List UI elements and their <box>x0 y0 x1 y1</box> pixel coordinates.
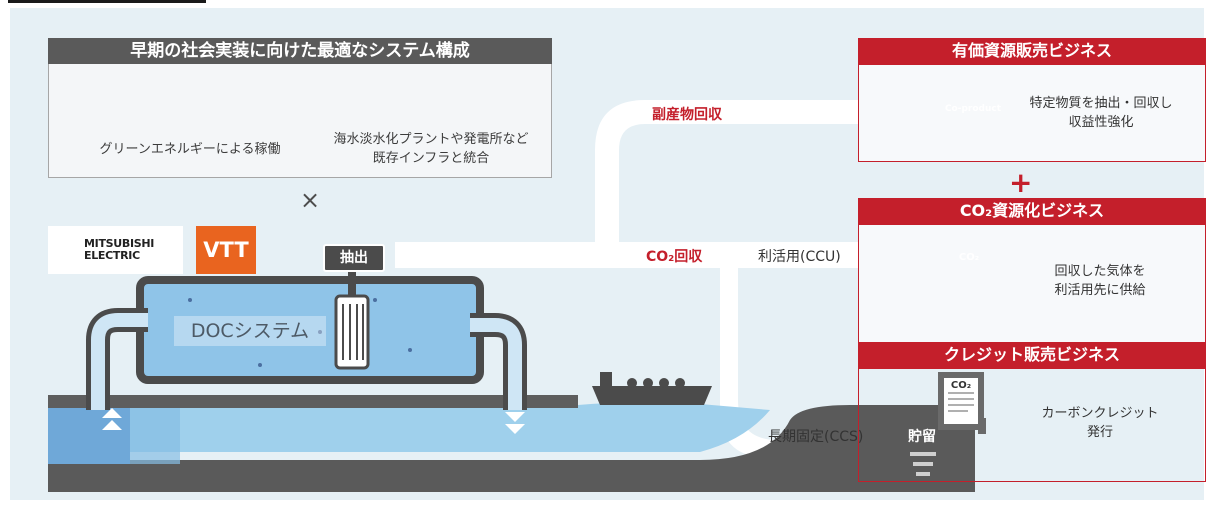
co2-resource-title: CO₂資源化ビジネス <box>858 198 1206 224</box>
ccu-label: 利活用(CCU) <box>758 249 841 265</box>
caption-infra-line1: 海水淡水化プラントや発電所など <box>333 132 529 147</box>
credit-line2: 発行 <box>1086 425 1113 440</box>
extract-label: 抽出 <box>323 244 385 272</box>
mitsubishi-line2: ELECTRIC <box>84 249 140 262</box>
intake-arrows <box>102 408 122 430</box>
extraction-column <box>334 268 370 370</box>
storage-label: 貯留 <box>908 429 936 445</box>
tank-label: CO₂ <box>958 252 980 263</box>
co2-recovery-label: CO₂回収 <box>646 249 703 265</box>
coproduct-label: Co-product <box>944 104 1002 114</box>
sea <box>48 402 770 464</box>
byproduct-recovery-label: 副産物回収 <box>652 107 722 123</box>
top-rule <box>8 0 206 3</box>
mitsubishi-electric-logo: MITSUBISHI ELECTRIC <box>48 226 183 274</box>
system-config-panel <box>48 64 552 178</box>
valuable-line1: 特定物質を抽出・回収し <box>1029 96 1173 111</box>
credit-document-icon <box>938 372 986 434</box>
credit-line1: カーボンクレジット <box>1041 406 1159 421</box>
mitsubishi-line1: MITSUBISHI <box>84 237 155 250</box>
caption-infra-line2: 既存インフラと統合 <box>372 151 490 166</box>
system-config-title: 早期の社会実装に向けた最適なシステム構成 <box>48 38 552 64</box>
doc-system-housing <box>86 276 527 410</box>
doc-system-label: DOCシステム <box>174 316 326 346</box>
tanker-ship <box>592 372 712 405</box>
co2-main-flow-arrow <box>395 228 905 282</box>
times-symbol: × <box>300 186 321 214</box>
credit-sales-title: クレジット販売ビジネス <box>858 342 1206 368</box>
discharge-arrows <box>505 412 525 434</box>
vtt-logo: VTT <box>196 226 256 274</box>
credit-sales-box <box>858 368 1206 482</box>
ground <box>48 395 975 492</box>
valuable-resource-title: 有価資源販売ビジネス <box>858 38 1206 64</box>
caption-green-energy: グリーンエネルギーによる稼働 <box>99 142 281 157</box>
plus-symbol: + <box>1009 166 1033 199</box>
valuable-resource-box <box>858 64 1206 162</box>
storage-layers-icon <box>910 452 936 476</box>
credit-doc-label: CO₂ <box>950 380 972 391</box>
valuable-line2: 収益性強化 <box>1068 115 1134 130</box>
co2-line1: 回収した気体を <box>1054 264 1146 279</box>
co2-line2: 利活用先に供給 <box>1054 283 1146 298</box>
co2-resource-box <box>858 224 1206 342</box>
ccs-label: 長期固定(CCS) <box>768 429 864 445</box>
